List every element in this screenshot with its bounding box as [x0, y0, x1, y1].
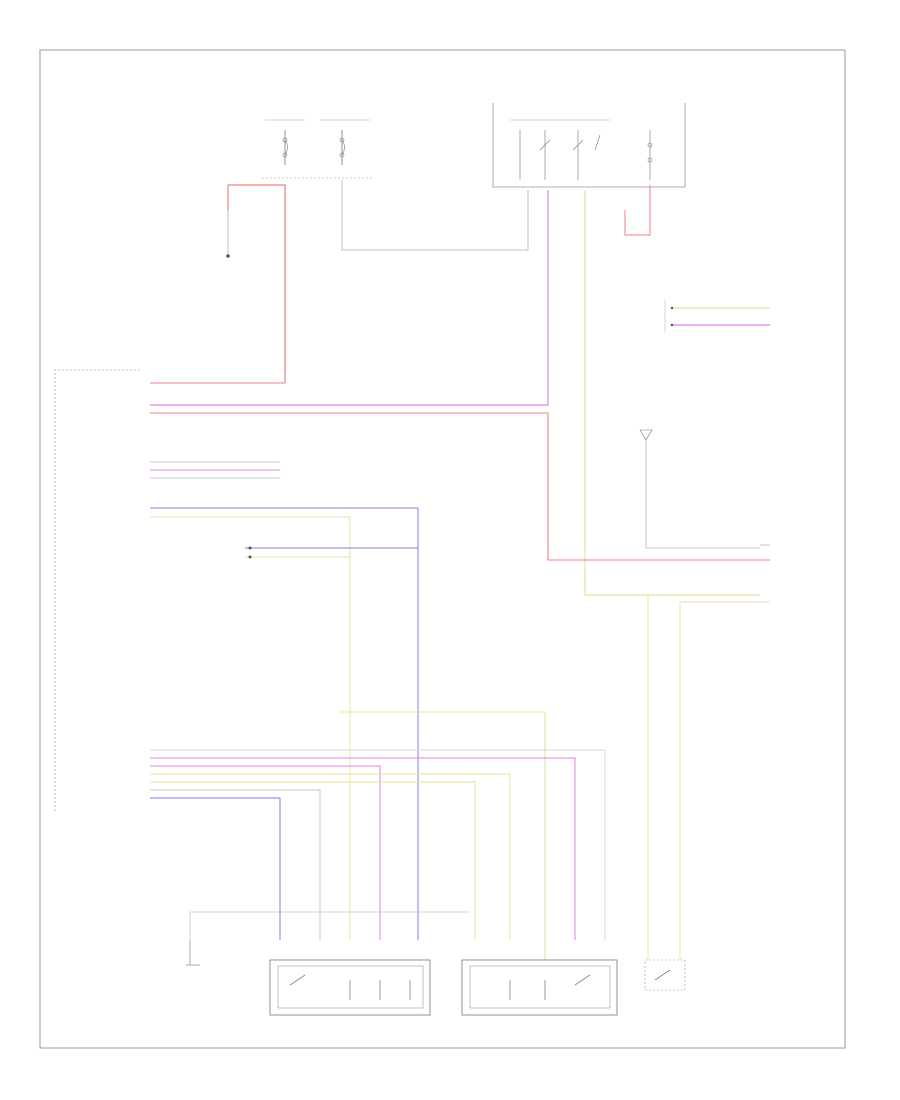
fuse-top-mid: [320, 119, 370, 165]
module-wires-upper: [150, 382, 770, 561]
right-connector-2: [680, 544, 770, 603]
right-connector-1: [664, 300, 770, 332]
wire-yellow-common: [340, 711, 546, 960]
ground-right-mid: [639, 429, 760, 549]
connector-dot: [248, 546, 252, 550]
module-wires-lower: [150, 749, 606, 940]
fuse-top-left: [265, 119, 305, 165]
wire-pink-vertical: [150, 190, 549, 406]
junction-box-top-right: [492, 103, 686, 188]
wire-gray-bottom: [189, 911, 470, 940]
connector-dot: [248, 555, 252, 559]
ground-left: [226, 210, 230, 258]
bottom-far-right-switch: [644, 959, 686, 991]
wire-gray-top: [341, 180, 529, 251]
bottom-left-switch: [186, 940, 200, 966]
left-module: [54, 369, 140, 812]
wire-red-top: [227, 184, 286, 383]
wire-yellow-vertical: [584, 190, 760, 596]
bottom-right-switch: [461, 959, 618, 1016]
wire-red-right: [624, 185, 651, 236]
bottom-center-switch: [269, 959, 431, 1016]
module-wires-mid: [150, 461, 419, 940]
diagram-frame: [39, 49, 846, 1049]
